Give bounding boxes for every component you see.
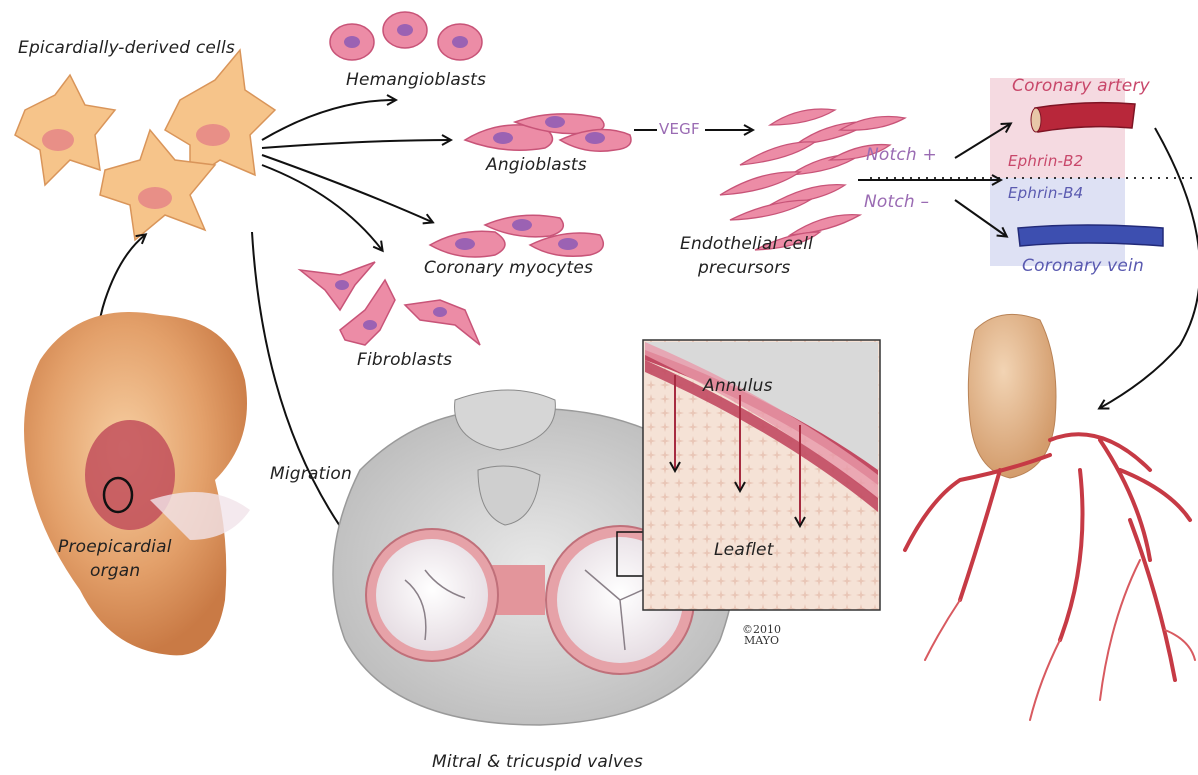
- label-valves: Mitral & tricuspid valves: [432, 752, 643, 772]
- embryo-illustration: [24, 312, 250, 655]
- label-coronary-vein: Coronary vein: [1022, 256, 1144, 276]
- coronary-vein-vessel: [1018, 225, 1163, 246]
- label-notch-plus: Notch +: [866, 145, 937, 165]
- myocyte-cells: [430, 215, 603, 257]
- label-annulus: Annulus: [703, 376, 773, 396]
- label-ephrin-b4: Ephrin-B4: [1008, 184, 1083, 202]
- copyright-mark: ©2010 MAYO: [742, 624, 781, 646]
- label-migration: Migration: [270, 464, 352, 484]
- coronary-artery-vessel: [1031, 103, 1135, 132]
- label-coronary-artery: Coronary artery: [1012, 76, 1150, 96]
- hemangioblast-cells: [330, 12, 482, 60]
- heart-illustration: [905, 314, 1195, 720]
- label-epicardial-cells: Epicardially-derived cells: [18, 38, 235, 58]
- label-fibroblasts: Fibroblasts: [357, 350, 452, 370]
- label-hemangioblasts: Hemangioblasts: [346, 70, 486, 90]
- copyright-line2: MAYO: [742, 635, 781, 646]
- epicardial-cells: [15, 50, 275, 240]
- angioblast-cells: [465, 114, 631, 151]
- label-endothelial-line2: precursors: [698, 258, 790, 278]
- label-proepicardial-line2: organ: [90, 561, 140, 581]
- label-angioblasts: Angioblasts: [486, 155, 587, 175]
- label-proepicardial-line1: Proepicardial: [58, 537, 172, 557]
- label-vegf: VEGF: [659, 120, 700, 138]
- label-endothelial-line1: Endothelial cell: [680, 234, 813, 254]
- label-coronary-myocytes: Coronary myocytes: [424, 258, 593, 278]
- label-leaflet: Leaflet: [714, 540, 774, 560]
- label-ephrin-b2: Ephrin-B2: [1008, 152, 1083, 170]
- label-notch-minus: Notch –: [864, 192, 929, 212]
